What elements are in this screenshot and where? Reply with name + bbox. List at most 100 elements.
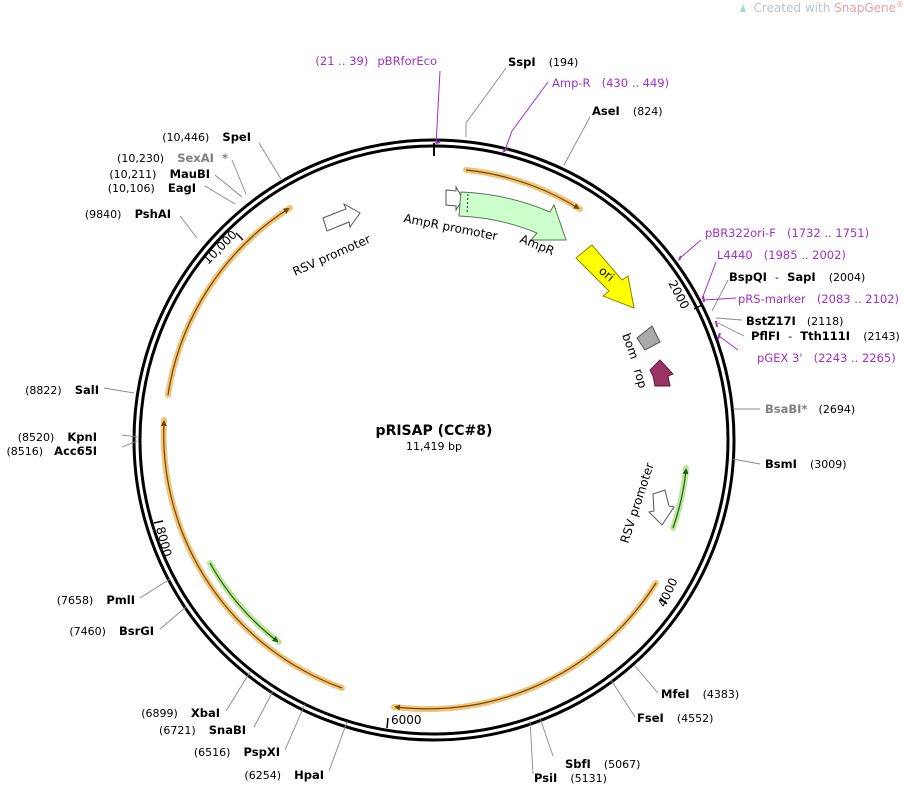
- enzyme-sbfi-pos: (5067): [604, 758, 641, 771]
- primer-pgex3-range: (2243 .. 2265): [814, 351, 896, 365]
- enzyme-sexai-name: SexAI: [177, 151, 214, 165]
- label-bom: bom: [619, 331, 641, 361]
- enzyme-pshai-pos: (9840): [85, 208, 122, 221]
- enzyme-bsrgi-name: BsrGI: [119, 624, 154, 638]
- primer-markers: [435, 70, 739, 351]
- enzyme-sspi-name: SspI: [508, 55, 536, 69]
- enzyme-sexai-pos: (10,230): [117, 152, 164, 165]
- enzyme-psii: PsiI (5131): [534, 767, 607, 786]
- enzyme-xbai-name: XbaI: [191, 706, 220, 720]
- primer-pbrforeco-range: (21 .. 39): [315, 54, 368, 68]
- enzyme-sbfi: SbfI (5067): [565, 753, 640, 772]
- enzyme-pspxi: (6516) PspXI: [194, 741, 280, 760]
- enzyme-psii-pos: (5131): [570, 772, 607, 785]
- feature-ori: [575, 244, 635, 309]
- enzyme-bsrgi-pos: (7460): [69, 625, 106, 638]
- enzyme-asei: AseI (824): [592, 100, 663, 119]
- enzyme-acc65i-pos: (8516): [7, 445, 44, 458]
- enzyme-kpni-name: KpnI: [67, 430, 97, 444]
- enzyme-xbai-pos: (6899): [141, 707, 178, 720]
- enzyme-mfei: MfeI (4383): [661, 683, 739, 702]
- enzyme-mfei-name: MfeI: [661, 687, 690, 701]
- enzyme-spei-pos: (10,446): [162, 131, 209, 144]
- tick-6000: 6000: [386, 713, 422, 729]
- enzyme-maubi-name: MauBI: [170, 167, 210, 181]
- enzyme-sali-pos: (8822): [25, 384, 62, 397]
- enzyme-asei-name: AseI: [592, 104, 620, 118]
- orf-arc-bottom-left-line: [160, 420, 343, 689]
- primer-pbrforeco: (21 .. 39) pBRforEco: [315, 50, 437, 69]
- enzyme-spei-name: SpeI: [222, 130, 251, 144]
- snapgene-logo-icon: [739, 4, 746, 12]
- enzyme-bsabi: BsaBI* (2694): [765, 398, 855, 417]
- enzyme-bsabi-pos: (2694): [819, 403, 856, 416]
- tick-10000: 10,000: [200, 228, 244, 267]
- primer-l4440-name: L4440: [717, 248, 753, 262]
- snapgene-watermark: Created with SnapGene®: [738, 0, 904, 15]
- primer-l4440: L4440 (1985 .. 2002): [717, 244, 846, 263]
- enzyme-maubi-pos: (10,211): [109, 168, 156, 181]
- primer-pbr322ori-f-range: (1732 .. 1751): [787, 226, 869, 240]
- enzyme-maubi: (10,211) MauBI: [109, 163, 210, 182]
- enzyme-bsrgi: (7460) BsrGI: [69, 620, 154, 639]
- enzyme-bsmi-name: BsmI: [765, 457, 797, 471]
- enzyme-pmli-pos: (7658): [57, 594, 94, 607]
- enzyme-xbai: (6899) XbaI: [141, 702, 220, 721]
- enzyme-fsei: FseI (4552): [637, 707, 713, 726]
- enzyme-fsei-pos: (4552): [677, 712, 714, 725]
- primer-prs-marker-name: pRS-marker: [738, 292, 806, 306]
- enzyme-acc65i-name: Acc65I: [54, 444, 97, 458]
- primer-pbr322ori-f: pBR322ori-F (1732 .. 1751): [705, 222, 869, 241]
- orf-arc-amp-line: [465, 169, 580, 210]
- enzyme-sali: (8822) SalI: [25, 379, 99, 398]
- enzyme-sbfi-name: SbfI: [565, 757, 591, 771]
- watermark-reg: ®: [896, 0, 904, 9]
- primer-ticks: [435, 141, 721, 340]
- enzyme-pflfi-tth111i-pos: (2143): [863, 330, 900, 343]
- enzyme-asei-pos: (824): [633, 105, 663, 118]
- enzyme-sspi: SspI (194): [508, 51, 578, 70]
- enzyme-snabi: (6721) SnaBI: [159, 719, 246, 738]
- enzyme-spei: (10,446) SpeI: [162, 126, 251, 145]
- enzyme-sexai-star: *: [222, 151, 228, 165]
- primer-pgex3-name: pGEX 3': [757, 351, 803, 365]
- enzyme-bspqi-sapi-pos: (2004): [829, 271, 866, 284]
- backbone-outer: [132, 138, 736, 742]
- primer-amp-r: Amp-R (430 .. 449): [552, 72, 669, 91]
- enzyme-hpai-name: HpaI: [294, 768, 324, 782]
- feature-ampr-dotted: [466, 193, 469, 215]
- plasmid-length: 11,419 bp: [406, 440, 462, 453]
- enzyme-pflfi-name: PflFI: [751, 329, 780, 343]
- enzyme-kpni-pos: (8520): [18, 431, 55, 444]
- orf-arc-bottom-left: [160, 417, 345, 691]
- enzyme-eagi-name: EagI: [168, 181, 196, 195]
- feature-bom: [636, 325, 661, 351]
- primer-pbr322ori-f-name: pBR322ori-F: [705, 226, 776, 240]
- enzyme-sspi-pos: (194): [549, 56, 579, 69]
- enzyme-pflfi-tth111i: PflFI - Tth111I (2143): [751, 325, 900, 344]
- enzyme-eagi: (10,106) EagI: [108, 177, 196, 196]
- enzyme-acc65i: (8516) Acc65I: [7, 440, 98, 459]
- tick-label-6000: 6000: [391, 713, 422, 727]
- enzyme-bsabi-name: BsaBI: [765, 402, 801, 416]
- orf-arc-upper-left-line: [167, 207, 290, 396]
- enzyme-eagi-pos: (10,106): [108, 182, 155, 195]
- enzyme-hpai-pos: (6254): [244, 769, 281, 782]
- orf-arc-green-right-line: [672, 468, 689, 529]
- enzyme-sali-name: SalI: [75, 383, 99, 397]
- primer-pgex3: pGEX 3' (2243 .. 2265): [757, 347, 896, 366]
- enzyme-mfei-pos: (4383): [703, 688, 740, 701]
- enzyme-pspxi-pos: (6516): [194, 746, 231, 759]
- enzyme-tth111i-name: Tth111I: [800, 329, 850, 343]
- primer-l4440-range: (1985 .. 2002): [764, 248, 846, 262]
- enzyme-kpni: (8520) KpnI: [18, 426, 97, 445]
- enzyme-pshai: (9840) PshAI: [85, 203, 171, 222]
- watermark-prefix: Created with: [753, 1, 835, 15]
- enzyme-pshai-name: PshAI: [135, 207, 171, 221]
- watermark-brand: SnapGene: [834, 1, 896, 15]
- plasmid-name: pRISAP (CC#8): [376, 423, 493, 439]
- primer-prs-marker-range: (2083 .. 2102): [817, 292, 899, 306]
- enzyme-snabi-pos: (6721): [159, 724, 196, 737]
- feature-rop: [649, 359, 674, 387]
